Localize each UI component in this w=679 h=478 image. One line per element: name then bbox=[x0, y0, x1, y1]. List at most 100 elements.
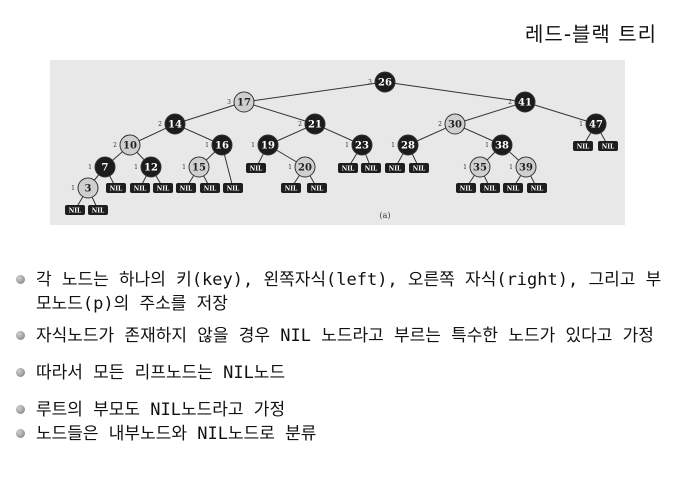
bullet-item: 노드들은 내부노드와 NIL노드로 분류 bbox=[14, 422, 664, 446]
tree-node-key: 28 bbox=[401, 141, 415, 152]
tree-node-key: 41 bbox=[518, 98, 532, 109]
nil-node bbox=[281, 183, 301, 193]
tree-node bbox=[444, 113, 466, 135]
tree-node bbox=[77, 177, 99, 199]
nil-node bbox=[361, 163, 381, 173]
nil-node bbox=[409, 163, 429, 173]
nil-node bbox=[200, 183, 220, 193]
tree-node bbox=[397, 134, 419, 156]
nil-node bbox=[480, 183, 500, 193]
tree-node bbox=[304, 113, 326, 135]
nil-label: NIL bbox=[69, 208, 82, 215]
black-height-label: 1 bbox=[485, 142, 489, 149]
bullet-icon bbox=[16, 331, 25, 340]
nil-label: NIL bbox=[460, 186, 473, 193]
bullet-text: 자식노드가 존재하지 않을 경우 NIL 노드라고 부르는 특수한 노드가 있다… bbox=[36, 326, 654, 346]
nil-node bbox=[246, 163, 266, 173]
black-height-label: 1 bbox=[205, 142, 209, 149]
black-height-label: 1 bbox=[288, 164, 292, 171]
nil-label: NIL bbox=[365, 166, 378, 173]
tree-node-key: 12 bbox=[144, 163, 158, 174]
bullet-text: 노드들은 내부노드와 NIL노드로 분류 bbox=[36, 424, 317, 444]
black-height-label: 2 bbox=[438, 121, 442, 128]
bullet-text: 루트의 부모도 NIL노드라고 가정 bbox=[36, 400, 286, 420]
tree-node bbox=[515, 156, 537, 178]
nil-node bbox=[65, 205, 85, 215]
black-height-label: 1 bbox=[182, 164, 186, 171]
nil-node bbox=[527, 183, 547, 193]
nil-node bbox=[573, 141, 593, 151]
black-height-label: 3 bbox=[227, 99, 231, 106]
tree-node-key: 15 bbox=[192, 163, 206, 174]
nil-node bbox=[385, 163, 405, 173]
tree-node-key: 30 bbox=[448, 120, 462, 131]
tree-edge bbox=[384, 81, 526, 103]
tree-node bbox=[514, 91, 536, 113]
tree-node-key: 38 bbox=[495, 141, 509, 152]
tree-node bbox=[374, 71, 396, 93]
nil-label: NIL bbox=[311, 186, 324, 193]
tree-node bbox=[164, 113, 186, 135]
nil-label: NIL bbox=[157, 186, 170, 193]
bullet-item: 따라서 모든 리프노드는 NIL노드 bbox=[14, 361, 664, 385]
black-height-label: 1 bbox=[391, 142, 395, 149]
nil-label: NIL bbox=[92, 208, 105, 215]
tree-node-key: 3 bbox=[85, 184, 92, 195]
tree-node-key: 20 bbox=[298, 163, 312, 174]
tree-node bbox=[119, 134, 141, 156]
nil-label: NIL bbox=[507, 186, 520, 193]
black-height-label: 1 bbox=[71, 185, 75, 192]
black-height-label: 3 bbox=[368, 79, 372, 86]
slide-title: 레드-블랙 트리 bbox=[525, 22, 657, 46]
tree-edge bbox=[243, 101, 316, 125]
tree-node-key: 26 bbox=[378, 78, 392, 89]
nil-node bbox=[598, 141, 618, 151]
tree-edge bbox=[524, 101, 597, 125]
tree-node bbox=[491, 134, 513, 156]
tree-node bbox=[585, 113, 607, 135]
bullet-icon bbox=[16, 429, 25, 438]
black-height-label: 1 bbox=[251, 142, 255, 149]
tree-node bbox=[469, 156, 491, 178]
tree-node bbox=[257, 134, 279, 156]
tree-node bbox=[94, 156, 116, 178]
tree-node-key: 17 bbox=[237, 98, 251, 109]
nil-node bbox=[88, 205, 108, 215]
nil-label: NIL bbox=[531, 186, 544, 193]
nil-label: NIL bbox=[577, 144, 590, 151]
tree-node bbox=[188, 156, 210, 178]
nil-label: NIL bbox=[250, 166, 263, 173]
black-height-label: 1 bbox=[88, 164, 92, 171]
black-height-label: 1 bbox=[134, 164, 138, 171]
bullet-text: 각 노드는 하나의 키(key), 왼쪽자식(left), 오른쪽 자식(rig… bbox=[36, 270, 662, 314]
nil-label: NIL bbox=[413, 166, 426, 173]
black-height-label: 1 bbox=[509, 164, 513, 171]
bullet-item: 자식노드가 존재하지 않을 경우 NIL 노드라고 부르는 특수한 노드가 있다… bbox=[14, 324, 664, 348]
nil-node bbox=[106, 183, 126, 193]
tree-node-key: 19 bbox=[261, 141, 275, 152]
tree-node bbox=[233, 91, 255, 113]
nil-node bbox=[153, 183, 173, 193]
tree-node-key: 47 bbox=[589, 120, 603, 131]
nil-label: NIL bbox=[342, 166, 355, 173]
nil-label: NIL bbox=[389, 166, 402, 173]
tree-node-key: 35 bbox=[473, 163, 487, 174]
nil-label: NIL bbox=[134, 186, 147, 193]
bullet-icon bbox=[16, 275, 25, 284]
nil-label: NIL bbox=[602, 144, 615, 151]
nil-node bbox=[503, 183, 523, 193]
bullet-icon bbox=[16, 405, 25, 414]
nil-label: NIL bbox=[285, 186, 298, 193]
black-height-label: 2 bbox=[113, 142, 117, 149]
tree-edge bbox=[454, 101, 526, 125]
bullet-text: 따라서 모든 리프노드는 NIL노드 bbox=[36, 363, 286, 383]
tree-node bbox=[211, 134, 233, 156]
nil-node bbox=[176, 183, 196, 193]
nil-label: NIL bbox=[204, 186, 217, 193]
black-height-label: 2 bbox=[298, 121, 302, 128]
tree-node-key: 39 bbox=[519, 163, 533, 174]
tree-edge bbox=[174, 101, 245, 125]
tree-node-key: 10 bbox=[123, 141, 137, 152]
nil-node bbox=[307, 183, 327, 193]
nil-node bbox=[130, 183, 150, 193]
